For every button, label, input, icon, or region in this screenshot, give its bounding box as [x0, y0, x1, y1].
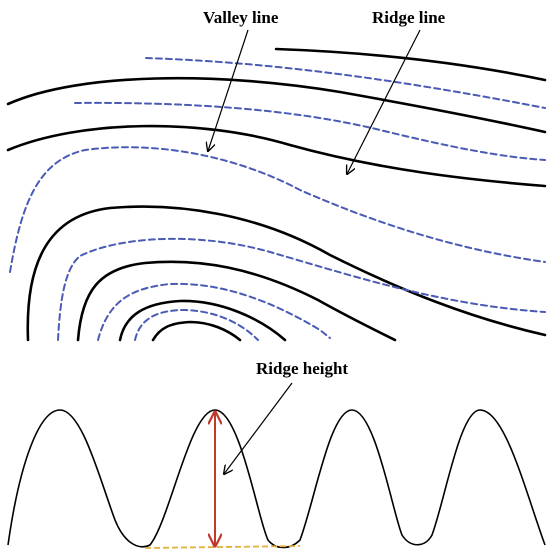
- valley-baseline: [144, 545, 301, 549]
- valley-line-label: Valley line: [203, 8, 279, 27]
- ridge-line-label: Ridge line: [372, 8, 446, 27]
- valley-line-3: [9, 146, 546, 273]
- ridge-line-2: [6, 76, 547, 134]
- ridge-line-7: [151, 320, 242, 342]
- valley-line-6: [134, 308, 259, 341]
- ridge-profile-wave: [7, 409, 546, 549]
- ridge-line-1: [274, 47, 547, 82]
- ridge-line-3: [6, 124, 547, 188]
- ridge-line-4: [26, 205, 547, 342]
- valley-line-2: [74, 101, 546, 161]
- valley-line-1: [145, 57, 546, 109]
- ridge-line-6: [118, 299, 287, 342]
- valley-line-5: [97, 282, 331, 341]
- cross-section-panel: Ridge height: [7, 359, 546, 549]
- valley-line-4: [57, 237, 546, 341]
- fingerprint-panel: Valley line Ridge line: [6, 8, 547, 342]
- ridge-line-5: [76, 260, 397, 342]
- ridge-height-label: Ridge height: [256, 359, 348, 378]
- ridge-line-pointer: [347, 29, 421, 174]
- ridge-height-pointer: [224, 382, 293, 474]
- valley-line-pointer: [208, 29, 249, 151]
